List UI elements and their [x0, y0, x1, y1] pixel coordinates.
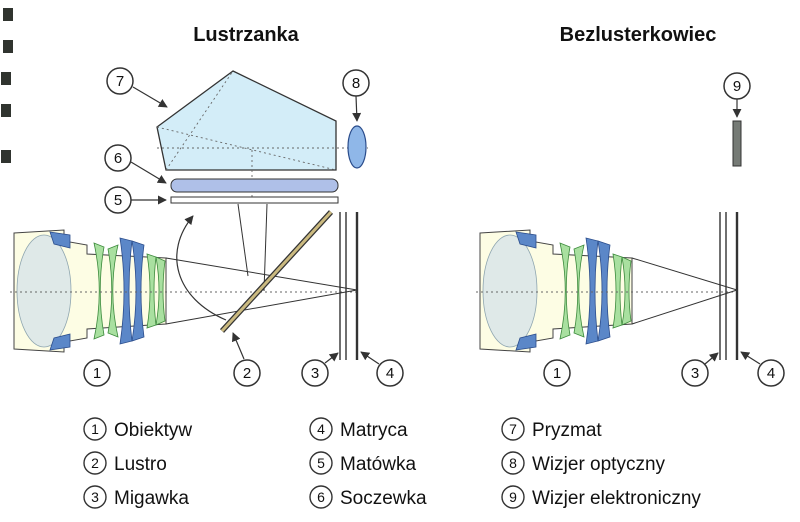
svg-text:3: 3	[91, 489, 99, 505]
svg-text:Wizjer elektroniczny: Wizjer elektroniczny	[532, 488, 701, 509]
svg-text:4: 4	[767, 365, 775, 382]
callout-1-mirrorless: 1	[543, 359, 571, 387]
svg-text:Matówka: Matówka	[340, 454, 416, 475]
svg-text:Wizjer optyczny: Wizjer optyczny	[532, 454, 666, 475]
svg-text:7: 7	[509, 421, 517, 437]
legend-item-1: 1 Obiektyw	[83, 417, 192, 441]
mirror	[219, 210, 334, 333]
svg-text:3: 3	[311, 365, 319, 382]
shutter-mirrorless	[719, 212, 727, 360]
svg-text:Soczewka: Soczewka	[340, 488, 427, 509]
legend: 1 Obiektyw 2 Lustro 3 Migawka 4 Matryca …	[83, 417, 701, 509]
evf-rect	[732, 120, 742, 167]
legend-item-3: 3 Migawka	[83, 485, 189, 509]
lens-assembly-dslr	[13, 229, 167, 353]
svg-text:7: 7	[116, 73, 124, 90]
callout-9: 9	[723, 72, 751, 118]
legend-item-5: 5 Matówka	[309, 451, 416, 475]
left-edge-artifacts	[1, 8, 13, 163]
legend-item-8: 8 Wizjer optyczny	[501, 451, 666, 475]
title-mirrorless: Bezlusterkowiec	[560, 24, 717, 46]
svg-text:5: 5	[114, 192, 122, 209]
dslr-diagram: 7 8 6 5 1 2 3	[10, 67, 404, 387]
callout-2: 2	[232, 332, 261, 387]
callout-7: 7	[106, 67, 168, 108]
callout-1-dslr: 1	[83, 359, 111, 387]
svg-text:Lustro: Lustro	[114, 454, 167, 475]
light-cone-mirrorless	[631, 257, 738, 325]
svg-text:4: 4	[386, 365, 394, 382]
callout-3-dslr: 3	[301, 352, 339, 387]
svg-text:1: 1	[91, 421, 99, 437]
mirrorless-diagram: 9 1 3 4	[476, 72, 785, 387]
callout-4-dslr: 4	[360, 351, 404, 387]
svg-text:5: 5	[317, 455, 325, 471]
callout-5: 5	[104, 186, 167, 214]
pentaprism-lightpath-dotted	[156, 70, 368, 197]
svg-text:Matryca: Matryca	[340, 420, 408, 441]
svg-text:6: 6	[317, 489, 325, 505]
title-dslr: Lustrzanka	[193, 24, 299, 46]
legend-item-9: 9 Wizjer elektroniczny	[501, 485, 701, 509]
svg-text:9: 9	[509, 489, 517, 505]
legend-item-6: 6 Soczewka	[309, 485, 427, 509]
svg-text:8: 8	[352, 75, 360, 92]
eyepiece-lens	[347, 125, 367, 169]
callout-4-mirrorless: 4	[740, 351, 785, 387]
svg-text:4: 4	[317, 421, 325, 437]
legend-item-4: 4 Matryca	[309, 417, 408, 441]
light-cone-dslr	[165, 203, 358, 325]
pentaprism-shape	[156, 70, 337, 171]
svg-text:1: 1	[93, 365, 101, 382]
shutter-dslr	[339, 212, 347, 360]
svg-text:8: 8	[509, 455, 517, 471]
matte-screen	[170, 196, 339, 204]
svg-text:9: 9	[733, 78, 741, 95]
legend-item-2: 2 Lustro	[83, 451, 167, 475]
svg-text:2: 2	[243, 365, 251, 382]
svg-text:6: 6	[114, 150, 122, 167]
callout-8: 8	[342, 69, 370, 122]
mirror-flip-arrow	[176, 215, 227, 321]
svg-text:2: 2	[91, 455, 99, 471]
svg-text:1: 1	[553, 365, 561, 382]
callout-3-mirrorless: 3	[681, 352, 719, 387]
svg-text:Migawka: Migawka	[114, 488, 189, 509]
callout-6: 6	[104, 144, 167, 184]
svg-text:Pryzmat: Pryzmat	[532, 420, 602, 441]
condenser-lens	[170, 178, 339, 193]
legend-item-7: 7 Pryzmat	[501, 417, 602, 441]
lens-assembly-mirrorless	[479, 229, 633, 353]
svg-text:3: 3	[691, 365, 699, 382]
svg-text:Obiektyw: Obiektyw	[114, 420, 192, 441]
